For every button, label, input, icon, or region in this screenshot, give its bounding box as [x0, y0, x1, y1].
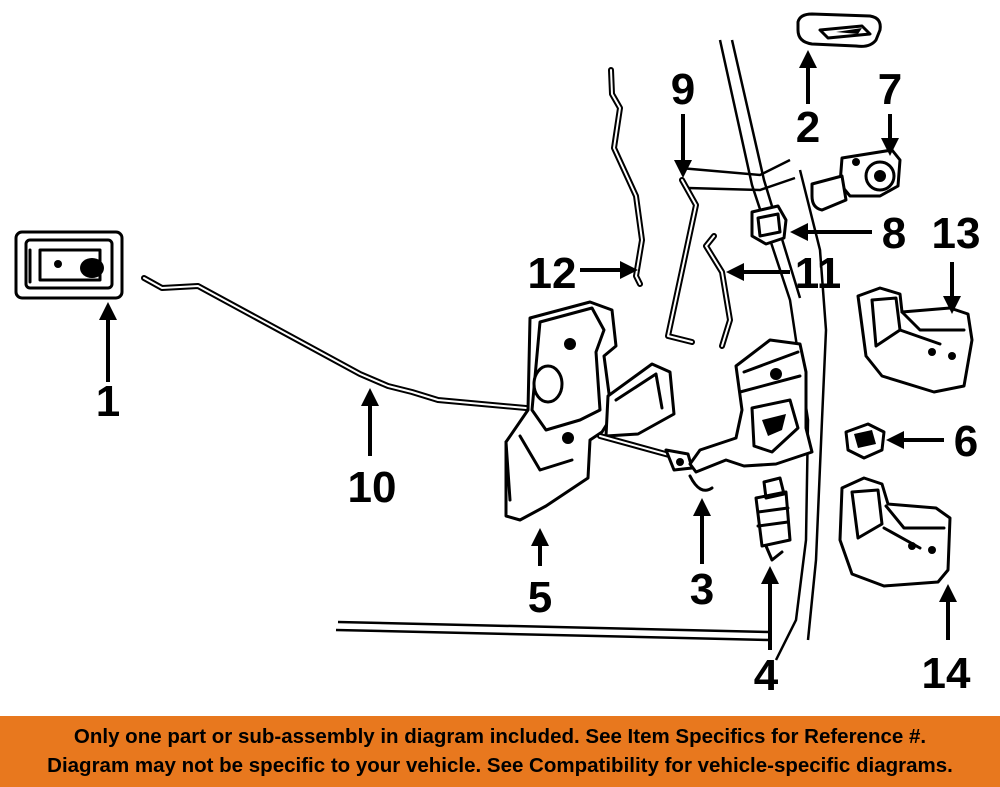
- arrowhead-5: [531, 528, 549, 546]
- latch-assembly-part: [504, 300, 683, 522]
- arrowhead-2: [799, 50, 817, 68]
- lower-hinge-part: [838, 476, 952, 588]
- callout-5: 5: [528, 573, 552, 622]
- bushing-part: [844, 422, 886, 460]
- disclaimer-line-2: Diagram may not be specific to your vehi…: [47, 754, 953, 777]
- parts-diagram-svg: 1 2 3 4 5 6 7 8 9 10 11 12 13 14: [14, 12, 981, 700]
- door-latch-part: [688, 338, 814, 562]
- callout-13: 13: [932, 209, 981, 258]
- remote-control-rod-part: [141, 275, 529, 411]
- arrowhead-1: [99, 302, 117, 320]
- callout-12: 12: [528, 249, 577, 298]
- callout-11: 11: [795, 249, 842, 298]
- outside-door-handle-part: [796, 12, 882, 48]
- disclaimer-line-1: Only one part or sub-assembly in diagram…: [73, 725, 927, 748]
- callout-3: 3: [690, 565, 714, 614]
- callout-14: 14: [922, 649, 971, 698]
- callout-1: 1: [96, 377, 120, 426]
- arrowhead-12: [620, 261, 638, 279]
- callout-6: 6: [954, 417, 978, 466]
- retainer-clip-part: [750, 204, 788, 246]
- lock-cylinder-part: [810, 148, 902, 212]
- arrowhead-9: [674, 160, 692, 178]
- callout-9: 9: [671, 65, 695, 114]
- door-frame: [335, 39, 828, 661]
- callout-labels: 1 2 3 4 5 6 7 8 9 10 11 12 13 14: [96, 65, 981, 700]
- arrowhead-13: [943, 296, 961, 314]
- arrowhead-6: [886, 431, 904, 449]
- callout-10: 10: [348, 463, 397, 512]
- callout-7: 7: [878, 65, 902, 114]
- lock-rod-part: [665, 177, 699, 345]
- parts-diagram: 1 2 3 4 5 6 7 8 9 10 11 12 13 14: [14, 12, 981, 700]
- arrowhead-3: [693, 498, 711, 516]
- arrowhead-11: [726, 263, 744, 281]
- arrowhead-8: [790, 223, 808, 241]
- leader-lines: [99, 50, 961, 650]
- disclaimer-banner: Only one part or sub-assembly in diagram…: [0, 716, 1000, 787]
- upper-hinge-part: [856, 286, 974, 394]
- arrowhead-14: [939, 584, 957, 602]
- lock-knob-rod-part: [608, 67, 645, 287]
- arrowhead-4: [761, 566, 779, 584]
- callout-8: 8: [882, 209, 906, 258]
- arrowhead-7: [881, 138, 899, 156]
- callout-2: 2: [796, 103, 820, 152]
- handle-rod-part: [703, 233, 733, 349]
- callout-4: 4: [754, 651, 779, 700]
- inside-door-handle-part: [14, 230, 124, 300]
- arrowhead-10: [361, 388, 379, 406]
